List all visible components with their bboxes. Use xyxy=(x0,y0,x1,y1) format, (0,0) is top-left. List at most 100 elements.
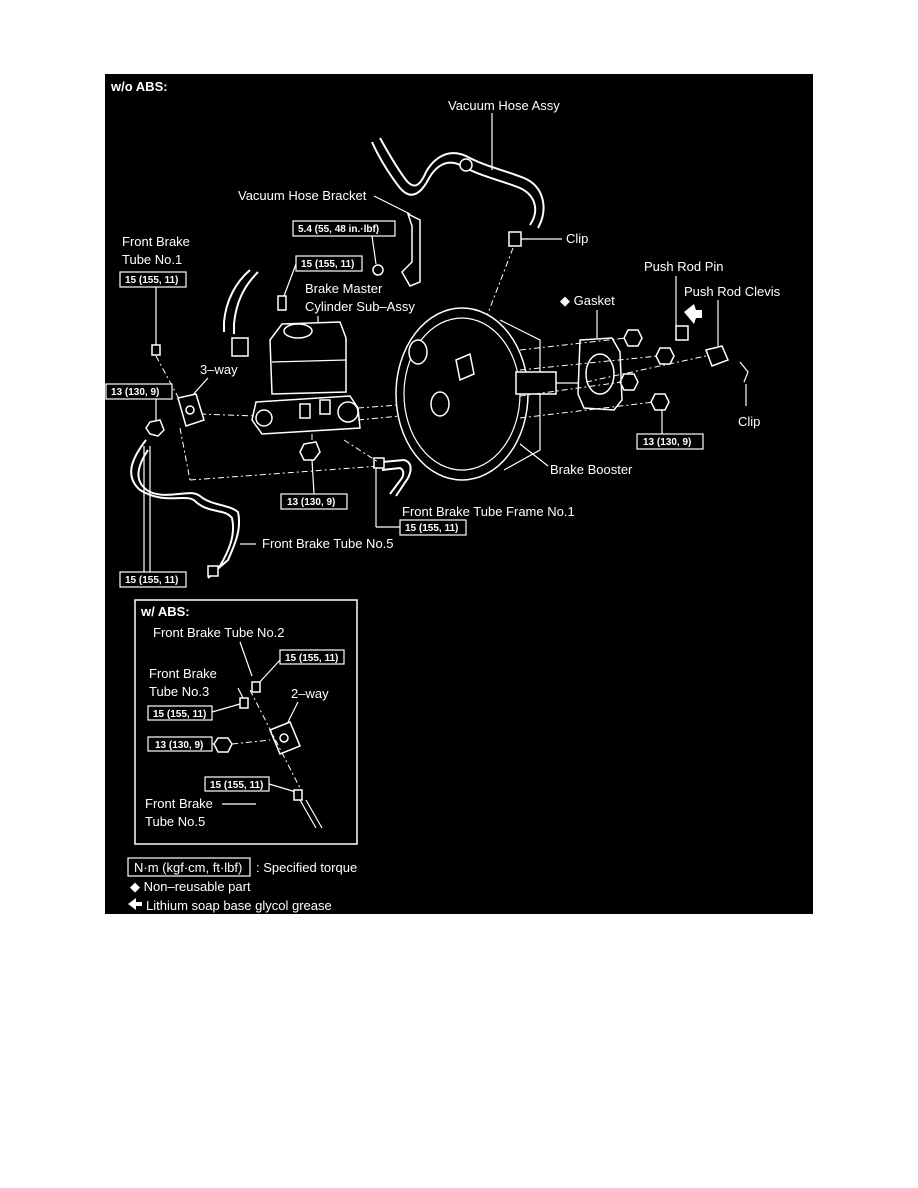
torque-box-mc-nut: 13 (130, 9) xyxy=(280,493,348,510)
leader-vacuum-hose-bracket xyxy=(373,195,411,215)
leader-two-way xyxy=(287,701,299,723)
booster-nut-1 xyxy=(623,329,643,347)
axis-stud-1 xyxy=(519,337,627,351)
leader-brake-booster xyxy=(519,443,549,467)
front-brake-tube-frame-no1 xyxy=(373,457,412,497)
torque-box-mc-top: 15 (155, 11) xyxy=(295,255,363,272)
vacuum-hose-assy xyxy=(371,137,545,229)
clip-top xyxy=(508,231,522,247)
svg-text:15 (155, 11): 15 (155, 11) xyxy=(210,780,263,791)
mc-nut xyxy=(299,441,321,461)
leader-torque-mc-top xyxy=(283,263,297,297)
three-way-nut xyxy=(145,419,165,437)
booster-nut-3 xyxy=(619,373,639,391)
svg-text:15 (155, 11): 15 (155, 11) xyxy=(405,523,458,534)
front-brake-tube-no5 xyxy=(137,449,240,573)
brake-booster xyxy=(395,307,586,481)
tube5-fitting xyxy=(207,565,219,577)
label-front-brake-tube-no1-b: Tube No.1 xyxy=(122,252,182,267)
abs-inset-frame xyxy=(134,599,358,845)
booster-nut-4 xyxy=(650,393,670,411)
torque-box-abs-tube5: 15 (155, 11) xyxy=(204,776,270,792)
section-title-wo-abs: w/o ABS: xyxy=(110,79,168,94)
legend-grease: Lithium soap base glycol grease xyxy=(146,898,332,913)
abs-tube5-fitting xyxy=(293,789,303,801)
booster-nut-2 xyxy=(655,347,675,365)
label-master-cyl-b: Cylinder Sub–Assy xyxy=(305,299,415,314)
svg-text:13 (130, 9): 13 (130, 9) xyxy=(155,740,203,751)
section-title-w-abs: w/ ABS: xyxy=(140,604,190,619)
push-rod-pin xyxy=(675,304,702,341)
label-front-brake-tube-no5b-a: Front Brake xyxy=(145,796,213,811)
torque-box-abs-nut: 13 (130, 9) xyxy=(147,736,213,752)
vacuum-hose-bracket xyxy=(372,212,421,287)
label-brake-booster: Brake Booster xyxy=(550,462,633,477)
leader-torque-bracket xyxy=(371,235,377,265)
label-front-brake-tube-no3-a: Front Brake xyxy=(149,666,217,681)
abs-tube3-fitting xyxy=(239,697,249,709)
svg-text:15 (155, 11): 15 (155, 11) xyxy=(153,709,206,720)
svg-text:13 (130, 9): 13 (130, 9) xyxy=(287,497,335,508)
torque-box-3way: 13 (130, 9) xyxy=(105,383,173,400)
abs-tube2-line xyxy=(239,641,253,677)
label-front-brake-tube-no3-b: Tube No.3 xyxy=(149,684,209,699)
abs-tube5-line-a xyxy=(299,799,317,829)
svg-text:15 (155, 11): 15 (155, 11) xyxy=(285,653,338,664)
front-brake-tube-no1 xyxy=(151,344,161,356)
svg-text:5.4 (55, 48 in.·lbf): 5.4 (55, 48 in.·lbf) xyxy=(298,224,379,235)
torque-box-tube5: 15 (155, 11) xyxy=(119,571,187,588)
tube-fitting-upper xyxy=(231,337,249,357)
label-vacuum-hose-assy: Vacuum Hose Assy xyxy=(448,98,560,113)
axis-mc-left xyxy=(199,413,257,417)
axis-frame xyxy=(343,439,379,463)
front-brake-tube-upper-b xyxy=(233,271,259,334)
mc-top-fitting xyxy=(277,295,287,311)
axis-stud-2 xyxy=(519,355,659,371)
svg-text:15 (155, 11): 15 (155, 11) xyxy=(301,259,354,270)
label-front-brake-tube-no2: Front Brake Tube No.2 xyxy=(153,625,285,640)
label-front-brake-tube-no1-a: Front Brake xyxy=(122,234,190,249)
label-vacuum-hose-bracket: Vacuum Hose Bracket xyxy=(238,188,367,203)
svg-text:15 (155, 11): 15 (155, 11) xyxy=(125,275,178,286)
label-clip-right: Clip xyxy=(738,414,760,429)
label-front-brake-tube-no5b-b: Tube No.5 xyxy=(145,814,205,829)
axis-push-rod xyxy=(585,355,707,383)
label-push-rod-clevis: Push Rod Clevis xyxy=(684,284,781,299)
torque-box-tube1: 15 (155, 11) xyxy=(119,271,187,288)
brake-master-cylinder xyxy=(251,321,361,435)
label-push-rod-pin: Push Rod Pin xyxy=(644,259,724,274)
front-brake-tube-no5-b xyxy=(130,439,234,579)
label-master-cyl-a: Brake Master xyxy=(305,281,383,296)
label-three-way: 3–way xyxy=(200,362,238,377)
svg-text:13 (130, 9): 13 (130, 9) xyxy=(643,437,691,448)
label-two-way: 2–way xyxy=(291,686,329,701)
legend-nonreusable: ◆ Non–reusable part xyxy=(130,879,251,894)
three-way-joint xyxy=(177,393,205,427)
axis-3way-down xyxy=(179,427,191,481)
diagram-panel xyxy=(105,74,813,914)
legend-unit-box: N·m (kgf·cm, ft·lbf) xyxy=(127,857,251,877)
clip-right xyxy=(739,361,749,383)
axis-abs xyxy=(249,689,303,793)
leader-torque-abs-tube3 xyxy=(211,703,241,713)
torque-box-abs-tube3: 15 (155, 11) xyxy=(147,705,213,721)
svg-text:13 (130, 9): 13 (130, 9) xyxy=(111,387,159,398)
gasket xyxy=(577,337,623,411)
label-front-brake-tube-no5: Front Brake Tube No.5 xyxy=(262,536,394,551)
axis-stud-3 xyxy=(519,381,623,397)
axis-3way-frame xyxy=(189,465,381,481)
torque-box-bracket: 5.4 (55, 48 in.·lbf) xyxy=(292,220,396,237)
svg-text:15 (155, 11): 15 (155, 11) xyxy=(125,575,178,586)
label-clip-top: Clip xyxy=(566,231,588,246)
leader-torque-abs-tube2 xyxy=(257,659,281,685)
abs-tube2-fitting xyxy=(251,681,261,693)
torque-box-frame: 15 (155, 11) xyxy=(399,519,467,536)
torque-box-abs-tube2: 15 (155, 11) xyxy=(279,649,345,665)
torque-box-booster-right: 13 (130, 9) xyxy=(636,433,704,450)
axis-abs-nut xyxy=(231,739,271,745)
svg-text:N·m (kgf·cm, ft·lbf): N·m (kgf·cm, ft·lbf) xyxy=(134,860,242,875)
legend-unit-desc: : Specified torque xyxy=(256,860,357,875)
leader-torque-mc-nut xyxy=(311,459,315,495)
label-front-brake-tube-frame: Front Brake Tube Frame No.1 xyxy=(402,504,575,519)
